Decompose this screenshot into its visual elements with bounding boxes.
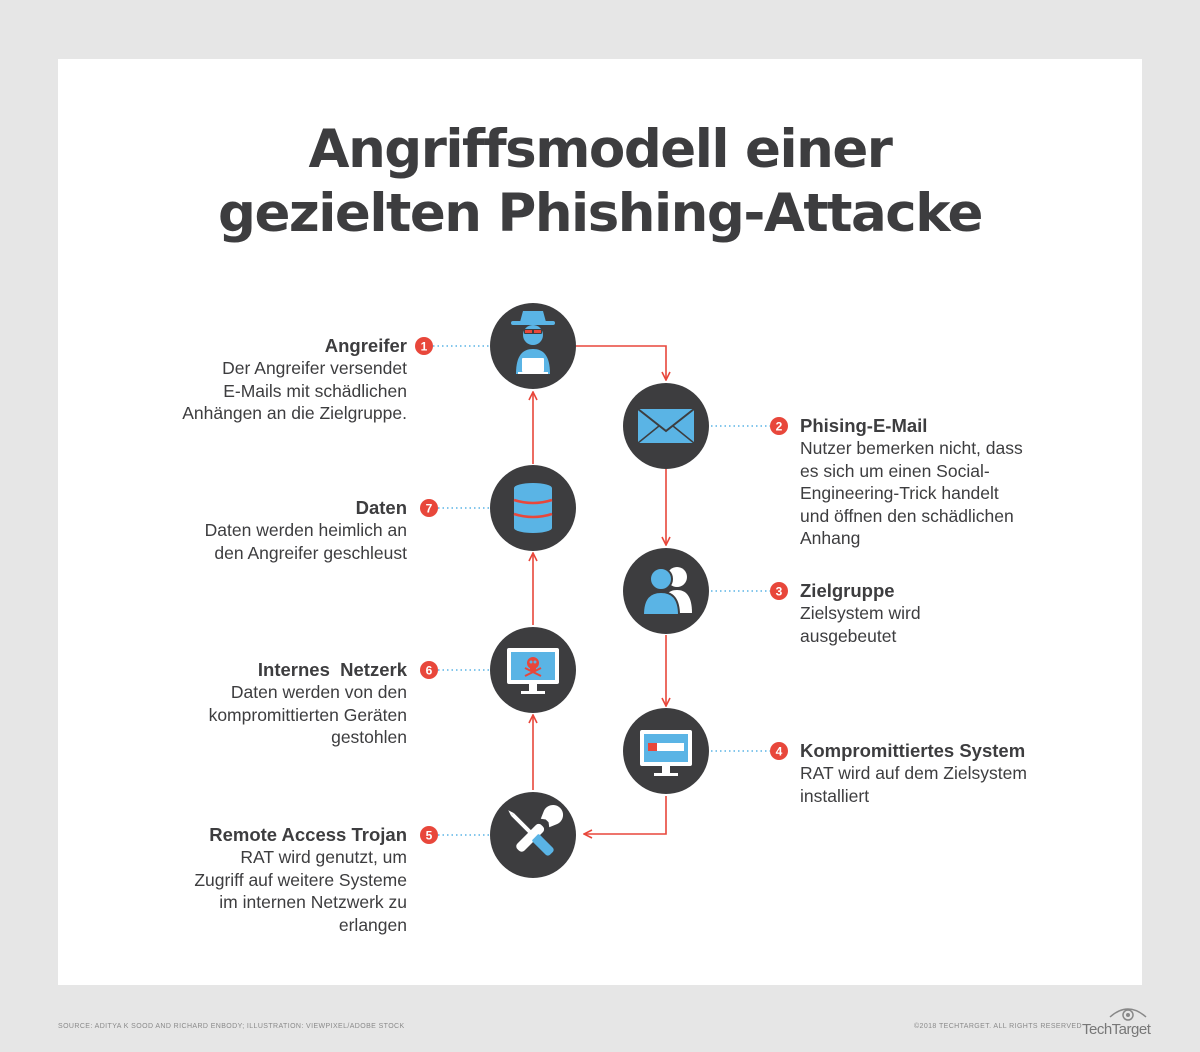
step-2-node (623, 383, 709, 469)
step-1-description: Der Angreifer versendet E-Mails mit schä… (182, 358, 407, 423)
users-icon (641, 567, 692, 616)
page-title: Angriffsmodell einer gezielten Phishing-… (58, 118, 1142, 246)
step-1-heading: Angreifer (324, 335, 407, 356)
badge-7: 7 (420, 499, 438, 517)
title-line-2: gezielten Phishing-Attacke (218, 183, 983, 244)
badge-3: 3 (770, 582, 788, 600)
hacker-icon (511, 311, 555, 374)
step-1-text: Angreifer Der Angreifer versendet E-Mail… (77, 335, 407, 425)
step-2-description: Nutzer bemerken nicht, dass es sich um e… (800, 438, 1023, 548)
step-6-heading: Internes Netzerk (257, 659, 407, 680)
eye-icon (1109, 1008, 1147, 1021)
leader-lines (433, 345, 770, 836)
svg-text:4: 4 (776, 745, 783, 759)
svg-text:3: 3 (776, 585, 783, 599)
step-5-description: RAT wird genutzt, um Zugriff auf weitere… (194, 847, 407, 935)
email-icon (637, 408, 695, 444)
content-card (58, 59, 1142, 985)
step-3-description: Zielsystem wird ausgebeutet (800, 603, 921, 646)
logo-text: TechTarget (1082, 1021, 1151, 1038)
flow-connectors (533, 345, 667, 834)
step-5-text: Remote Access Trojan RAT wird genutzt, u… (77, 824, 407, 936)
step-4-node (623, 708, 709, 794)
connector-4-to-5 (584, 796, 667, 834)
monitor-skull-icon (507, 648, 559, 694)
badge-6: 6 (420, 661, 438, 679)
step-4-description: RAT wird auf dem Zielsystem installiert (800, 763, 1027, 806)
step-3-heading: Zielgruppe (800, 580, 895, 601)
step-4-heading: Kompromittiertes System (800, 740, 1026, 761)
number-badges: 1 2 3 4 5 6 7 (415, 337, 788, 844)
step-6-text: Internes Netzerk Daten werden von den ko… (77, 659, 407, 749)
title-line-1: Angriffsmodell einer (308, 119, 893, 180)
badge-4: 4 (770, 742, 788, 760)
step-2-text: Phising-E-Mail Nutzer bemerken nicht, da… (800, 415, 1130, 550)
connector-1-to-2 (576, 345, 666, 380)
step-4-text: Kompromittiertes System RAT wird auf dem… (800, 740, 1130, 807)
step-7-text: Daten Daten werden heimlich an den Angre… (77, 497, 407, 564)
step-1-node (490, 303, 576, 389)
step-7-heading: Daten (355, 497, 407, 518)
techtarget-logo: TechTarget (1082, 1005, 1152, 1041)
step-3-text: Zielgruppe Zielsystem wird ausgebeutet (800, 580, 1130, 647)
database-icon (513, 483, 553, 533)
step-7-node (490, 465, 576, 551)
step-5-heading: Remote Access Trojan (209, 824, 407, 845)
svg-text:5: 5 (426, 829, 433, 843)
tools-icon (508, 804, 564, 856)
step-6-node (490, 627, 576, 713)
badge-2: 2 (770, 417, 788, 435)
badge-5: 5 (420, 826, 438, 844)
svg-text:7: 7 (426, 502, 433, 516)
source-credit: SOURCE: ADITYA K SOOD AND RICHARD ENBODY… (58, 1023, 405, 1030)
monitor-progress-icon (640, 730, 692, 776)
svg-text:1: 1 (421, 340, 428, 354)
step-7-description: Daten werden heimlich an den Angreifer g… (204, 520, 407, 563)
step-2-heading: Phising-E-Mail (800, 415, 928, 436)
svg-text:6: 6 (426, 664, 433, 678)
badge-1: 1 (415, 337, 433, 355)
step-3-node (623, 548, 709, 634)
svg-text:2: 2 (776, 420, 783, 434)
step-6-description: Daten werden von den kompromittierten Ge… (208, 682, 407, 747)
step-5-node (490, 792, 576, 878)
copyright-notice: ©2018 TECHTARGET. ALL RIGHTS RESERVED (914, 1023, 1082, 1030)
